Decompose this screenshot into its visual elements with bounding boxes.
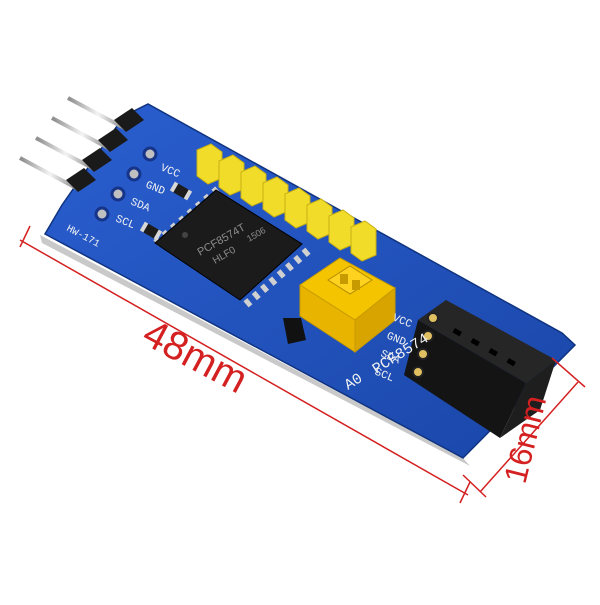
chip-leg <box>276 269 286 279</box>
io-pin-housing <box>262 176 289 218</box>
chip-leg <box>293 254 303 265</box>
right-pin-pads <box>412 312 439 378</box>
pin-pad <box>94 206 110 222</box>
io-pin-housing <box>218 154 245 196</box>
header-pin <box>51 116 113 152</box>
io-pin-header <box>196 112 377 262</box>
address-label: A0 <box>342 370 366 394</box>
pin-pad <box>427 312 439 324</box>
pin-housing <box>114 108 144 132</box>
io-pin-housing <box>306 198 333 240</box>
chip-leg <box>301 247 311 258</box>
io-pin-housing <box>350 220 377 262</box>
pin-pad <box>417 348 429 360</box>
chip-leg <box>268 276 278 286</box>
pin-housing <box>66 168 96 192</box>
chip-leg <box>260 283 270 294</box>
pin-pad <box>126 166 142 182</box>
header-pin <box>19 156 81 192</box>
io-pin-housing <box>196 143 223 185</box>
address-pin-header <box>283 282 306 344</box>
smd-resistor-2 <box>139 221 163 241</box>
pin-housing <box>82 148 112 172</box>
right-socket <box>404 300 556 438</box>
io-pin-housing <box>284 187 311 229</box>
pin-pad <box>412 366 424 378</box>
io-pin-housing <box>328 209 355 251</box>
pin-housing <box>98 128 128 152</box>
io-pin-housing <box>240 165 267 207</box>
socket-hole <box>452 327 462 337</box>
pin-pad <box>142 146 158 162</box>
pcb-edge <box>40 235 470 466</box>
pin-pad <box>422 330 434 342</box>
socket-hole <box>506 357 516 367</box>
chip-pin1-dot <box>182 232 188 238</box>
chip-leg <box>284 262 294 272</box>
header-pin <box>35 136 97 172</box>
chip-leg <box>243 298 253 308</box>
pcf8574-chip: PCF8574T HLF0 1506 <box>153 186 311 308</box>
address-jumper <box>299 257 396 354</box>
left-pin-header <box>19 96 158 222</box>
socket-hole <box>470 338 480 347</box>
pin-pad <box>110 186 126 202</box>
chip-leg <box>251 290 261 301</box>
chip-body <box>154 189 303 301</box>
header-pin <box>67 96 129 132</box>
smd-resistor-1 <box>169 181 193 201</box>
socket-hole <box>488 348 498 357</box>
